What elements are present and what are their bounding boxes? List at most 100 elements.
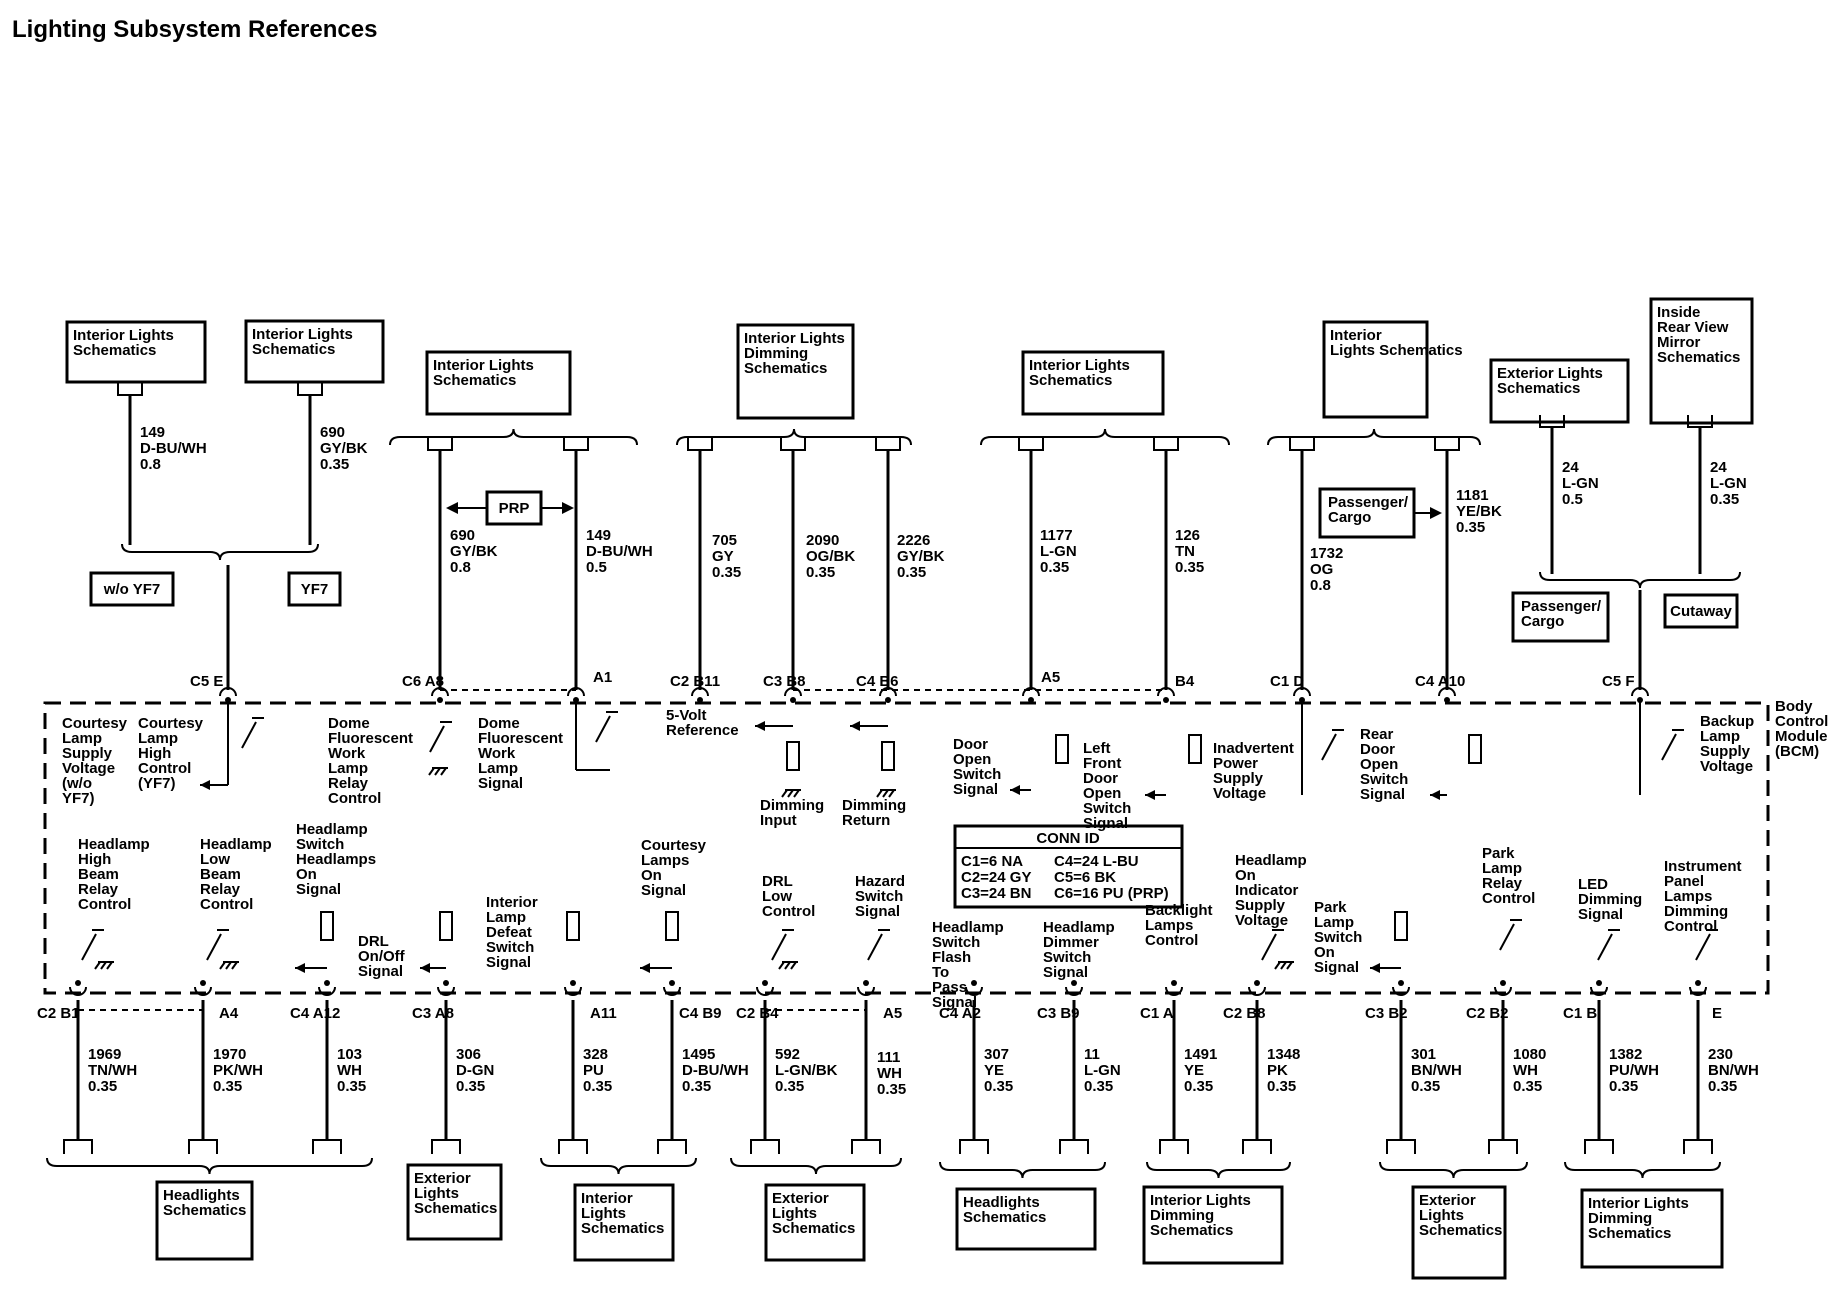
top-wire-terminal-5 xyxy=(780,438,806,451)
bottom-wire-terminal-7 xyxy=(851,1139,881,1154)
top-pin-9-dot xyxy=(1444,697,1450,703)
bottom-wire-terminal-0 xyxy=(63,1139,93,1154)
courtesy-lamps-arrow-head xyxy=(640,963,650,973)
dome-relay-switch xyxy=(429,721,452,753)
top-wire-terminal-0 xyxy=(117,383,143,396)
top-brace-yf7 xyxy=(121,543,319,561)
option-box-passenger-cargo-2-frame xyxy=(1511,591,1610,643)
bottom-ref-box-0-frame xyxy=(155,1180,254,1261)
bottom-connector-label-8: C4 A2 xyxy=(939,1005,981,1022)
relay-switch-1 xyxy=(206,929,229,961)
top-pin-8 xyxy=(1293,687,1311,697)
top-brace-3 xyxy=(980,428,1230,446)
top-pin-5 xyxy=(879,687,897,697)
bottom-connector-label-9: C3 B9 xyxy=(1037,1005,1080,1022)
led-dimming-switch xyxy=(1597,929,1620,961)
top-brace-2 xyxy=(676,428,912,446)
bottom-pin-7 xyxy=(857,986,875,996)
bottom-wire-terminal-6 xyxy=(750,1139,780,1154)
drl-low-ground xyxy=(778,961,798,970)
five-volt-arrow-head xyxy=(755,721,765,731)
top-ref-box-3-frame xyxy=(736,323,855,420)
conn-id-row: C6=16 PU (PRP) xyxy=(1054,885,1169,902)
bottom-wire-terminal-8 xyxy=(959,1139,989,1154)
bottom-wire-terminal-11 xyxy=(1242,1139,1272,1154)
top-pin-3-dot xyxy=(697,697,703,703)
drl-arrow-head xyxy=(295,963,305,973)
bottom-pin-1 xyxy=(194,986,212,996)
top-brace-cutaway xyxy=(1539,571,1741,589)
bottom-pin-12-dot xyxy=(1398,980,1404,986)
option-box-yf7: YF7 xyxy=(287,571,342,607)
bottom-connector-label-2: C4 A12 xyxy=(290,1005,340,1022)
bottom-connector-label-14: C1 B xyxy=(1563,1005,1597,1022)
bottom-pin-10 xyxy=(1165,986,1183,996)
top-wire-terminal-1 xyxy=(297,383,323,396)
top-pin-1-dot xyxy=(437,697,443,703)
option-box-passenger-cargo-1: Passenger/Cargo xyxy=(1318,487,1416,539)
bottom-connector-label-1: A4 xyxy=(219,1005,239,1022)
prp-arrow-left-head xyxy=(446,502,458,514)
top-pin-2 xyxy=(567,687,585,697)
top-ref-box-0-frame xyxy=(65,320,207,384)
bottom-pin-11-dot xyxy=(1254,980,1260,986)
bottom-pin-1-dot xyxy=(200,980,206,986)
bottom-pin-0-dot xyxy=(75,980,81,986)
bottom-pin-6-dot xyxy=(762,980,768,986)
bottom-ref-box-3-frame xyxy=(764,1183,866,1262)
top-ref-box-6-frame xyxy=(1489,358,1630,424)
conn-id-row: C5=6 BK xyxy=(1054,869,1116,886)
headlamp-switch-resistor xyxy=(320,911,334,941)
conn-id-title: CONN ID xyxy=(1036,830,1100,847)
bottom-wire-terminal-1 xyxy=(188,1139,218,1154)
top-wire-terminal-8 xyxy=(1153,438,1179,451)
bottom-ref-box-1-frame xyxy=(406,1163,503,1241)
bottom-brace-5 xyxy=(1146,1161,1291,1179)
bottom-brace-6 xyxy=(1379,1161,1528,1179)
bottom-wire-terminal-15 xyxy=(1683,1139,1713,1154)
top-pin-6-dot xyxy=(1028,697,1034,703)
passenger-cargo-arrow-head xyxy=(1430,507,1442,519)
hazard-switch xyxy=(867,929,890,961)
option-box-passenger-cargo-1-label: Passenger/Cargo xyxy=(1328,494,1409,526)
option-box-cutaway-label: Cutaway xyxy=(1670,603,1732,620)
bottom-pin-3-dot xyxy=(443,980,449,986)
page-title: Lighting Subsystem References xyxy=(12,16,378,43)
